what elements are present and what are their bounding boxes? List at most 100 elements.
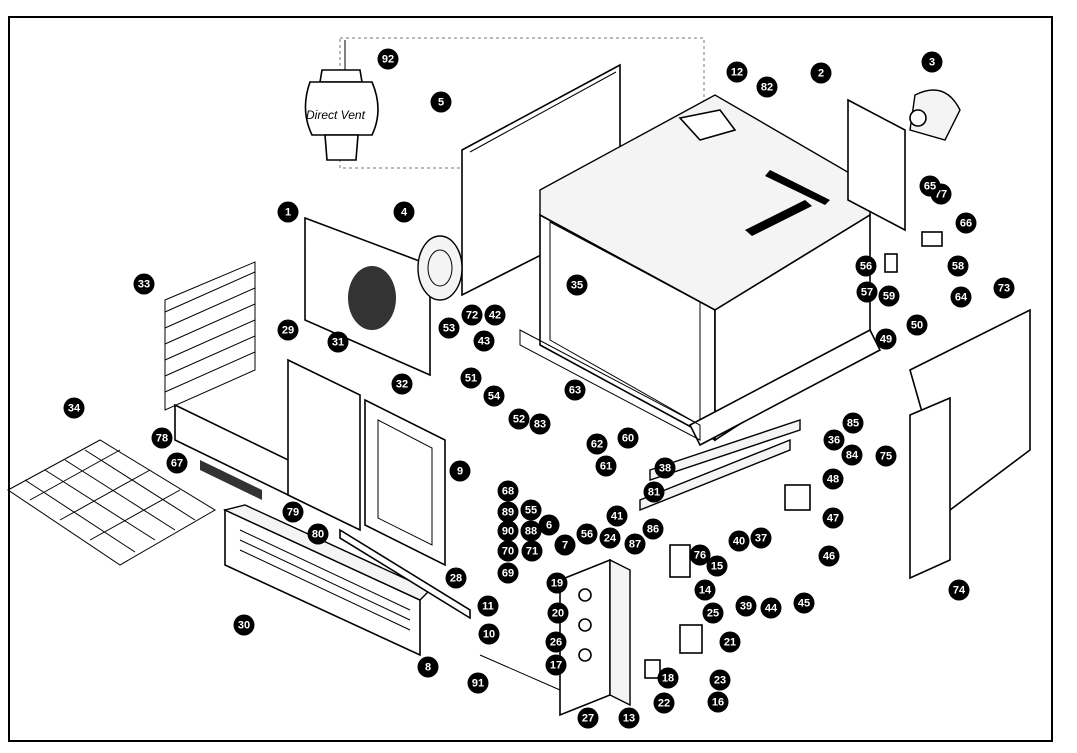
oven-cabinet bbox=[519, 94, 882, 447]
callout-73: 73 bbox=[993, 277, 1015, 299]
callout-92: 92 bbox=[377, 48, 399, 70]
callout-58: 58 bbox=[947, 255, 969, 277]
callout-number: 39 bbox=[740, 601, 752, 613]
callout-number: 23 bbox=[714, 675, 726, 687]
left-door bbox=[287, 358, 361, 532]
callout-56: 56 bbox=[576, 523, 598, 545]
callout-number: 15 bbox=[711, 561, 723, 573]
callout-number: 56 bbox=[860, 261, 872, 273]
ignition-module bbox=[669, 544, 691, 578]
callout-37: 37 bbox=[750, 527, 772, 549]
callout-number: 56 bbox=[581, 529, 593, 541]
relay bbox=[644, 659, 661, 679]
callout-5: 5 bbox=[430, 91, 452, 113]
callout-number: 58 bbox=[952, 261, 964, 273]
callout-25: 25 bbox=[702, 602, 724, 624]
callout-38: 38 bbox=[654, 457, 676, 479]
callout-number: 72 bbox=[466, 310, 478, 322]
callout-41: 41 bbox=[606, 505, 628, 527]
oven-rack bbox=[7, 439, 216, 566]
callout-number: 44 bbox=[765, 603, 778, 615]
callout-65: 65 bbox=[919, 175, 941, 197]
callout-10: 10 bbox=[478, 623, 500, 645]
callout-14: 14 bbox=[694, 579, 716, 601]
callout-48: 48 bbox=[822, 468, 844, 490]
callout-number: 89 bbox=[502, 507, 514, 519]
callout-43: 43 bbox=[473, 330, 495, 352]
callout-number: 52 bbox=[513, 414, 525, 426]
callout-number: 79 bbox=[287, 507, 299, 519]
callout-2: 2 bbox=[810, 62, 832, 84]
callout-number: 3 bbox=[929, 57, 935, 69]
callout-90: 90 bbox=[497, 520, 519, 542]
callout-88: 88 bbox=[520, 520, 542, 542]
terminal-block bbox=[921, 231, 943, 247]
wire-harness bbox=[479, 654, 561, 691]
callout-number: 19 bbox=[551, 578, 563, 590]
callout-57: 57 bbox=[856, 281, 878, 303]
burner-tubes bbox=[649, 419, 801, 481]
callout-11: 11 bbox=[477, 595, 499, 617]
callout-number: 28 bbox=[450, 573, 462, 585]
callout-number: 29 bbox=[282, 325, 294, 337]
gas-valve bbox=[784, 484, 811, 511]
callout-number: 83 bbox=[534, 419, 546, 431]
callout-56: 56 bbox=[855, 255, 877, 277]
callout-number: 38 bbox=[659, 463, 671, 475]
callout-20: 20 bbox=[547, 602, 569, 624]
transformer bbox=[679, 624, 703, 654]
callout-number: 30 bbox=[238, 620, 250, 632]
callout-55: 55 bbox=[520, 499, 542, 521]
callout-number: 35 bbox=[571, 280, 583, 292]
callout-13: 13 bbox=[618, 707, 640, 729]
callout-number: 84 bbox=[846, 450, 859, 462]
callout-number: 64 bbox=[955, 292, 968, 304]
callout-16: 16 bbox=[707, 691, 729, 713]
callout-72: 72 bbox=[461, 304, 483, 326]
callout-18: 18 bbox=[657, 667, 679, 689]
callout-23: 23 bbox=[709, 669, 731, 691]
callout-number: 42 bbox=[489, 310, 501, 322]
callout-67: 67 bbox=[166, 452, 188, 474]
rack-guide bbox=[164, 261, 256, 411]
callout-42: 42 bbox=[484, 304, 506, 326]
callout-32: 32 bbox=[391, 373, 413, 395]
callout-40: 40 bbox=[728, 530, 750, 552]
callout-number: 36 bbox=[828, 435, 840, 447]
callout-number: 91 bbox=[472, 678, 484, 690]
bottom-front-panel bbox=[222, 504, 432, 657]
callout-27: 27 bbox=[577, 707, 599, 729]
callout-number: 55 bbox=[525, 505, 537, 517]
callout-87: 87 bbox=[624, 533, 646, 555]
callout-79: 79 bbox=[282, 501, 304, 523]
callout-51: 51 bbox=[460, 367, 482, 389]
callout-number: 25 bbox=[707, 608, 719, 620]
callout-number: 74 bbox=[953, 585, 966, 597]
callout-number: 41 bbox=[611, 511, 623, 523]
callout-49: 49 bbox=[875, 328, 897, 350]
callout-64: 64 bbox=[950, 286, 972, 308]
callout-28: 28 bbox=[445, 567, 467, 589]
motor-plate bbox=[847, 98, 906, 232]
callout-number: 92 bbox=[382, 54, 394, 66]
callout-6: 6 bbox=[538, 514, 560, 536]
callout-number: 40 bbox=[733, 536, 745, 548]
callout-number: 78 bbox=[156, 433, 168, 445]
callout-33: 33 bbox=[133, 273, 155, 295]
callout-26: 26 bbox=[545, 631, 567, 653]
callout-59: 59 bbox=[878, 285, 900, 307]
callout-number: 85 bbox=[847, 418, 859, 430]
callout-number: 67 bbox=[171, 458, 183, 470]
callout-84: 84 bbox=[841, 444, 863, 466]
callout-85: 85 bbox=[842, 412, 864, 434]
callout-number: 22 bbox=[658, 698, 670, 710]
callout-number: 32 bbox=[396, 379, 408, 391]
callout-number: 87 bbox=[629, 539, 641, 551]
callout-number: 76 bbox=[694, 550, 706, 562]
callout-34: 34 bbox=[63, 397, 85, 419]
callout-number: 13 bbox=[623, 713, 635, 725]
callout-70: 70 bbox=[497, 540, 519, 562]
callout-47: 47 bbox=[822, 507, 844, 529]
right-lower-panel bbox=[909, 396, 951, 580]
callout-63: 63 bbox=[564, 379, 586, 401]
